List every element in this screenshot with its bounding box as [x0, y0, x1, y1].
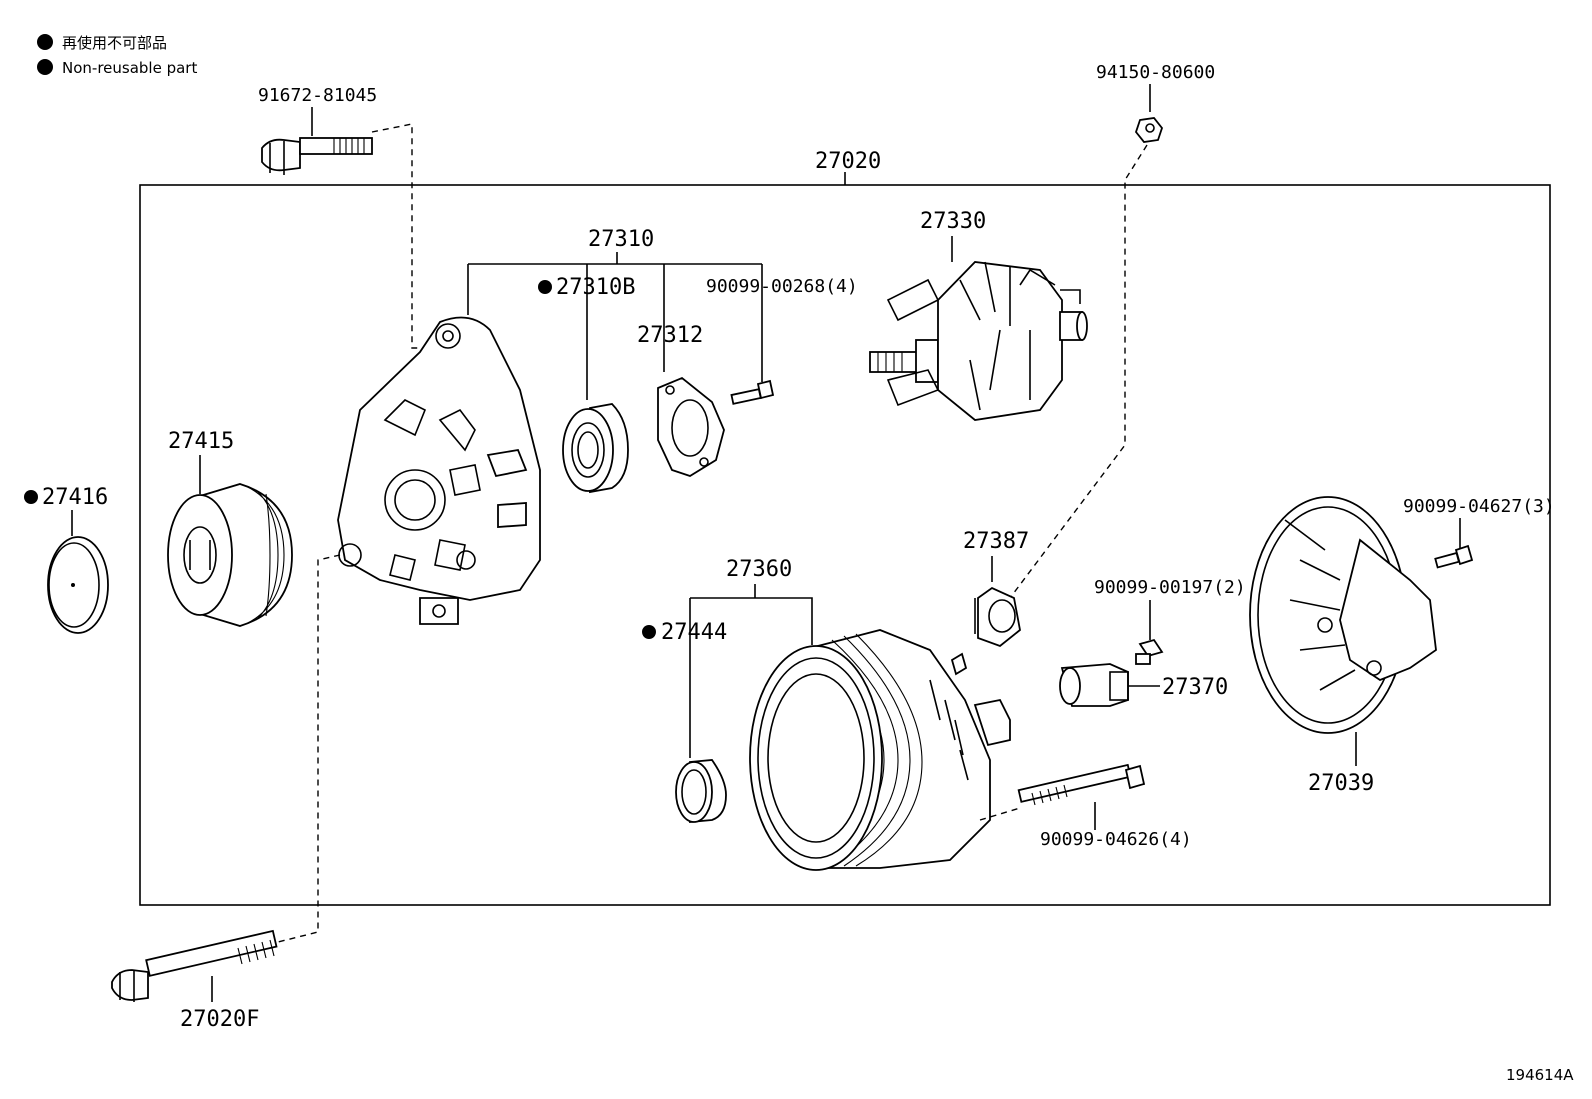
screw-90099-04627[interactable] [1434, 544, 1474, 569]
non-reusable-dot-icon [37, 59, 53, 75]
pulley-27415[interactable] [167, 483, 293, 627]
rear-cover-27039[interactable] [1249, 496, 1437, 734]
legend: 再使用不可部品 Non-reusable part [37, 34, 197, 77]
label-27310B[interactable]: 27310B [556, 275, 635, 300]
label-27415[interactable]: 27415 [168, 429, 234, 454]
label-90099-00268[interactable]: 90099-00268(4) [706, 276, 858, 297]
non-reusable-dot-icon [37, 34, 53, 50]
regulator-27370[interactable] [1059, 663, 1129, 707]
figure-id: 194614A [1506, 1066, 1574, 1084]
label-91672-81045[interactable]: 91672-81045 [258, 85, 377, 106]
label-90099-00197[interactable]: 90099-00197(2) [1094, 577, 1246, 598]
label-27360[interactable]: 27360 [726, 557, 792, 582]
label-27039[interactable]: 27039 [1308, 771, 1374, 796]
nut-94150-80600[interactable] [1134, 117, 1164, 143]
label-90099-04626[interactable]: 90099-04626(4) [1040, 829, 1192, 850]
rectifier-end-frame-27360[interactable] [749, 629, 1011, 871]
screw-90099-00197[interactable] [1135, 638, 1164, 665]
retainer-plate-27312[interactable] [657, 376, 725, 477]
bearing-27310B[interactable] [562, 403, 629, 494]
label-27312[interactable]: 27312 [637, 323, 703, 348]
bolt-90099-04626[interactable] [1017, 763, 1146, 806]
label-27370[interactable]: 27370 [1162, 675, 1228, 700]
bolt-27020F[interactable] [111, 929, 278, 1002]
legend-japanese: 再使用不可部品 [62, 34, 167, 52]
label-27416[interactable]: 27416 [42, 485, 108, 510]
label-27020[interactable]: 27020 [815, 149, 881, 174]
rotor-27330[interactable] [869, 261, 1088, 421]
bushing-27444[interactable] [675, 759, 727, 823]
cap-27416[interactable] [47, 536, 109, 634]
label-27444[interactable]: 27444 [661, 620, 727, 645]
label-27330[interactable]: 27330 [920, 209, 986, 234]
non-reusable-dot-icon [642, 625, 656, 639]
legend-english: Non-reusable part [62, 59, 197, 77]
label-27020F[interactable]: 27020F [180, 1007, 259, 1032]
drive-end-frame[interactable] [337, 316, 541, 625]
non-reusable-dot-icon [24, 490, 38, 504]
bolt-91672-81045[interactable] [261, 137, 373, 175]
brush-holder-27387[interactable] [974, 586, 1021, 648]
label-27387[interactable]: 27387 [963, 529, 1029, 554]
screw-90099-00268[interactable] [730, 379, 775, 405]
label-94150-80600[interactable]: 94150-80600 [1096, 62, 1215, 83]
label-27310[interactable]: 27310 [588, 227, 654, 252]
label-90099-04627[interactable]: 90099-04627(3) [1403, 496, 1555, 517]
non-reusable-dot-icon [538, 280, 552, 294]
